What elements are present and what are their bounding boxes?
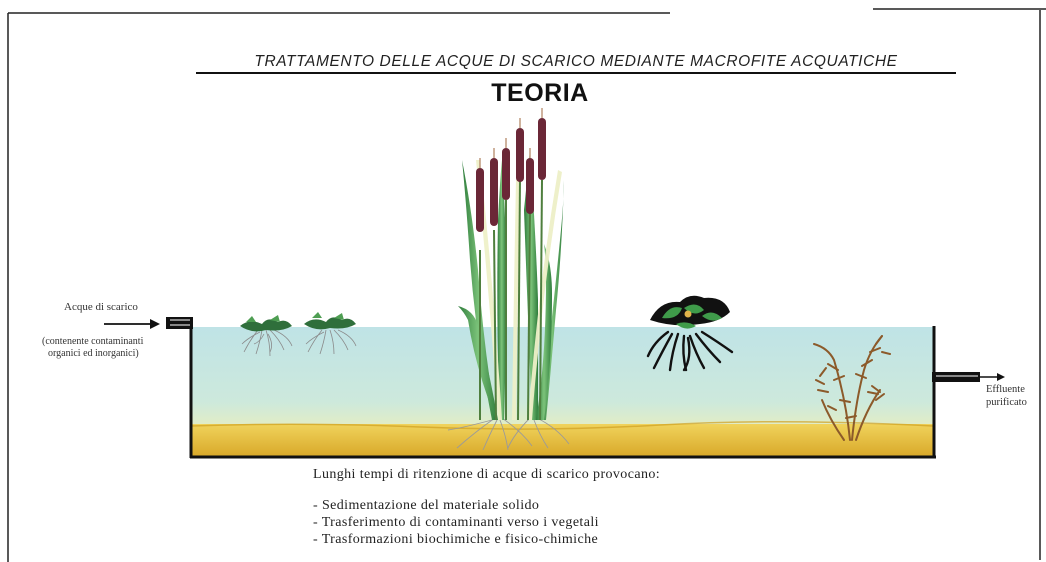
notes-intro: Lunghi tempi di ritenzione di acque di s… xyxy=(313,467,661,482)
notes-item-contaminant-transfer: - Trasferimento di contaminanti verso i … xyxy=(313,515,599,530)
tank-walls xyxy=(189,326,936,459)
diagram-subtitle: TRATTAMENTO DELLE ACQUE DI SCARICO MEDIA… xyxy=(254,53,898,70)
submerged-plant xyxy=(813,335,891,441)
outlet-pipe xyxy=(932,372,980,382)
sediment-surface xyxy=(190,420,934,430)
floating-rosette-plant xyxy=(646,295,734,372)
outlet-label-line1: Effluente xyxy=(986,384,1025,395)
page-border xyxy=(7,8,1046,562)
floating-plant-1 xyxy=(240,315,293,357)
outlet-arrow xyxy=(978,373,1005,381)
process-notes: Lunghi tempi di ritenzione di acque di s… xyxy=(313,467,660,548)
inlet-detail-line1: (contenente contaminanti xyxy=(42,336,144,347)
inlet-arrow xyxy=(104,319,160,329)
notes-item-sedimentation: - Sedimentazione del materiale solido xyxy=(313,498,540,513)
inlet-detail-line2: organici ed inorganici) xyxy=(48,348,139,359)
inlet-pipe xyxy=(166,317,193,329)
cattail-plants xyxy=(447,108,570,451)
floating-plant-2 xyxy=(304,312,357,355)
outlet-label-line2: purificato xyxy=(986,397,1027,408)
water-body xyxy=(191,327,933,427)
inlet-label: Acque di scarico xyxy=(64,301,138,313)
notes-item-transformations: - Trasformazioni biochimiche e fisico-ch… xyxy=(313,532,599,547)
diagram-title: TEORIA xyxy=(491,79,589,107)
